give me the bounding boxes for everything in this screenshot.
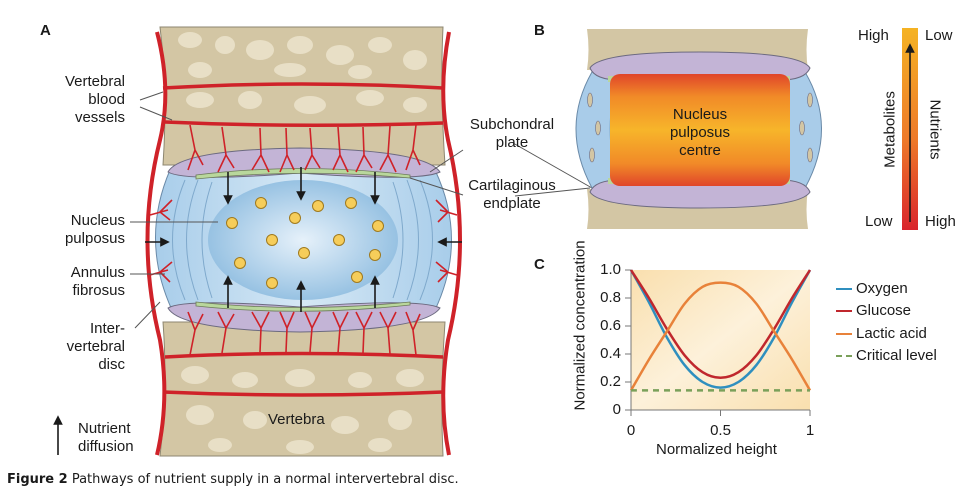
nutrient-diffusion-arrows: [53, 167, 462, 455]
label-line: centre: [679, 142, 721, 159]
legend-item-critical-level: Critical level: [836, 347, 937, 364]
figure-caption: Figure 2 Pathways of nutrient supply in …: [7, 472, 459, 487]
label-line: fibrosus: [72, 282, 125, 299]
gradient-right-bottom: High: [925, 213, 956, 230]
legend-item-oxygen: Oxygen: [836, 280, 908, 297]
label-line: Nucleus: [70, 212, 125, 229]
series-line-lactic-acid: [629, 281, 812, 392]
label-vertebral-blood-vessels: Vertebral blood vessels: [40, 73, 125, 127]
panel-c-letter: C: [534, 256, 545, 273]
caption-figure-number: Figure 2: [7, 472, 68, 487]
label-line: Cartilaginous: [468, 177, 556, 194]
label-vertebra: Vertebra: [268, 411, 325, 428]
annulus-lamellae: [172, 179, 433, 301]
y-tick-label: 0.2: [600, 373, 621, 390]
legend-swatch: [836, 332, 852, 335]
label-annulus-fibrosus: Annulus fibrosus: [40, 264, 125, 300]
label-subchondral-plate: Subchondral plate: [462, 116, 562, 152]
chart-x-axis-label: Normalized height: [656, 441, 777, 458]
label-line: plate: [495, 134, 529, 151]
label-cartilaginous-endplate: Cartilaginous endplate: [462, 177, 562, 213]
panel-b-illustration: [575, 28, 918, 230]
y-tick-label: 1.0: [600, 261, 621, 278]
caption-text: Pathways of nutrient supply in a normal …: [67, 472, 459, 487]
label-line: Subchondral: [469, 116, 555, 133]
gradient-metabolites-label: Metabolites: [881, 91, 899, 168]
y-tick-label: 0.4: [600, 345, 621, 362]
gradient-right-top: Low: [925, 27, 953, 44]
lower-subchondral-plate: [167, 302, 441, 333]
legend-item-glucose: Glucose: [836, 302, 911, 319]
panel-a-letter: A: [40, 22, 51, 39]
y-tick-label: 0: [612, 401, 621, 418]
x-tick-label: 0: [626, 422, 636, 439]
label-line: endplate: [483, 195, 541, 212]
vertebral-blood-vessels: [145, 31, 462, 456]
label-line: disc: [98, 356, 125, 373]
label-nutrient-diffusion: Nutrient diffusion: [78, 420, 134, 456]
nutrient-particles: [226, 197, 384, 289]
label-line: pulposus: [669, 124, 731, 141]
label-line: Nucleus: [672, 106, 728, 123]
label-leader-lines: [130, 91, 593, 329]
chart-plot-background: [631, 270, 810, 410]
upper-vertebra: [159, 26, 446, 166]
y-tick-label: 0.6: [600, 317, 621, 334]
series-line-oxygen: [629, 269, 812, 389]
panel-b-letter: B: [534, 22, 545, 39]
legend-label: Glucose: [856, 302, 912, 319]
legend-swatch: [836, 309, 852, 312]
label-line: vertebral: [66, 338, 125, 355]
gradient-left-top: High: [858, 27, 889, 44]
label-line: Vertebral: [64, 73, 125, 90]
gradient-left-bottom: Low: [865, 213, 893, 230]
label-line: Annulus: [70, 264, 125, 281]
concentration-chart: [625, 269, 812, 416]
label-line: diffusion: [78, 438, 134, 455]
legend-label: Critical level: [856, 347, 937, 364]
x-tick-label: 0.5: [710, 422, 731, 439]
lower-cartilaginous-endplate: [195, 301, 411, 312]
series-line-glucose: [629, 269, 812, 380]
legend-item-lactic-acid: Lactic acid: [836, 325, 927, 342]
y-tick-label: 0.8: [600, 289, 621, 306]
legend-label: Lactic acid: [856, 325, 927, 342]
legend-swatch: [836, 287, 852, 290]
nucleus-pulposus: [208, 180, 398, 300]
label-nucleus-pulposus-centre: Nucleus pulposus centre: [650, 106, 750, 160]
upper-subchondral-plate: [167, 147, 441, 178]
label-line: pulposus: [64, 230, 125, 247]
label-line: Inter-: [89, 320, 125, 337]
chart-y-axis-label: Normalized concentration: [571, 240, 589, 411]
label-nucleus-pulposus: Nucleus pulposus: [40, 212, 125, 248]
label-line: Nutrient: [78, 420, 131, 437]
legend-label: Oxygen: [856, 280, 908, 297]
label-intervertebral-disc: Inter- vertebral disc: [40, 320, 125, 374]
legend-swatch: [836, 354, 852, 357]
label-line: blood: [88, 91, 125, 108]
gradient-nutrients-label: Nutrients: [926, 99, 944, 160]
x-tick-label: 1: [805, 422, 815, 439]
label-line: vessels: [74, 109, 125, 126]
lower-vertebra: [159, 321, 446, 457]
